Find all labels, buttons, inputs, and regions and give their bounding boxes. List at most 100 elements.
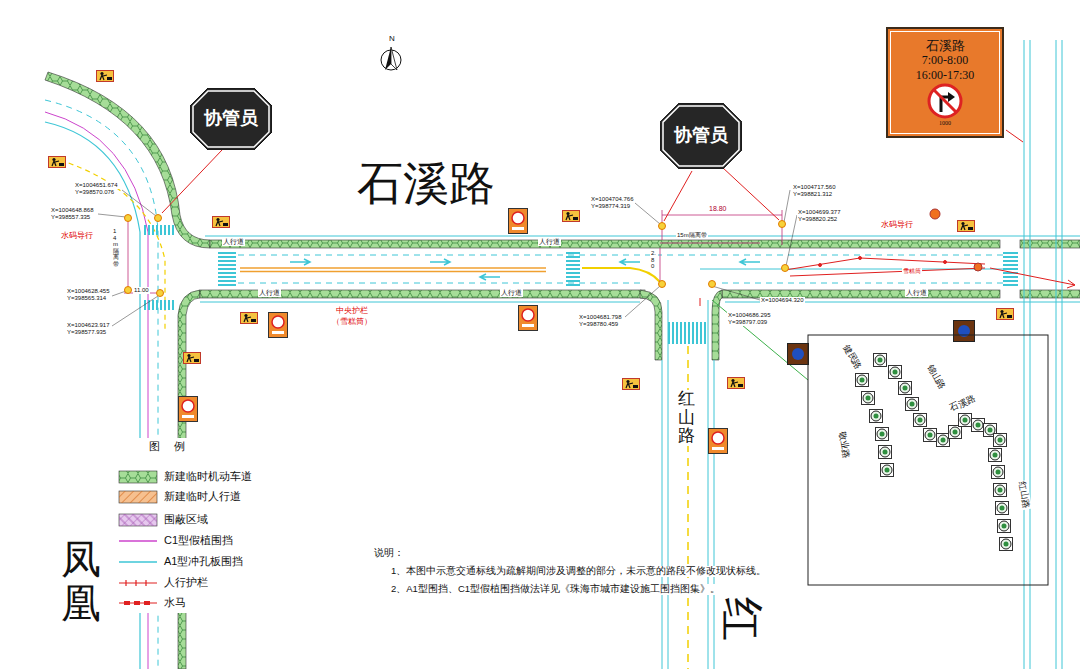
node-text: 协管员 [674, 125, 728, 147]
legend-row: 围蔽区域 [118, 512, 208, 528]
sidewalk-label: 人行道 [905, 289, 928, 297]
coordinate: Y=398570.076 [74, 189, 115, 196]
sign-code: 1000 [939, 120, 951, 127]
sidewalk-label: 人行道 [538, 238, 561, 246]
legend-row: C1型假植围挡 [118, 533, 233, 549]
callout-note: 雪糕筒 [902, 268, 922, 275]
callout-note: 水码导行 [60, 231, 94, 240]
warden-sign: 协管员 [660, 103, 742, 169]
legend-texture [119, 514, 157, 526]
callout-note: （雪糕筒） [331, 317, 373, 326]
legend-swatch [118, 512, 158, 528]
dimension: 18.80 [708, 205, 728, 213]
note: 1、本图中示意交通标线为疏解期间涉及调整的部分，未示意的路段不修改现状标线。 [390, 566, 767, 577]
coordinate: X=1004694.320 [760, 297, 805, 304]
shixi-road [200, 236, 1080, 360]
road-name: 石溪路 [356, 158, 496, 211]
legend-row: 人行护栏 [118, 575, 208, 591]
legend-swatch [118, 554, 158, 570]
legend-color [119, 471, 157, 483]
legend-mark [124, 601, 130, 605]
coordinate: X=1004651.674 [74, 182, 119, 189]
sign-road-name: 石溪路 [926, 38, 965, 54]
legend-line [119, 580, 157, 586]
north-arrow [381, 47, 401, 70]
dimension: 11.00 [133, 287, 150, 294]
dimension-lines [124, 210, 782, 293]
coordinate: X=1004623.917 [66, 322, 111, 329]
leader-lines [162, 130, 1023, 380]
sidewalk-label: 人行道 [222, 238, 245, 246]
dimension: 14m隔离带 [112, 228, 120, 268]
coordinate: Y=398565.314 [66, 295, 107, 302]
coordinate: Y=398557.335 [50, 214, 91, 221]
legend-mark [134, 601, 140, 605]
sidewalk-label: 人行道 [258, 289, 281, 297]
callout-note: 水码导行 [880, 220, 914, 229]
inset-road-name: 敬业路 [837, 430, 852, 460]
dimension: 15m隔离带 [676, 232, 708, 239]
road-name: 红山路 [677, 390, 696, 446]
legend-row: 新建临时机动车道 [118, 469, 252, 485]
legend-text: A1型冲孔板围挡 [164, 555, 243, 568]
inset-road-name: 红山路 [1017, 480, 1032, 510]
legend-line [119, 540, 157, 542]
legend-text: 水马 [164, 596, 186, 609]
legend-swatch [118, 469, 158, 485]
road-name: 红 [716, 596, 767, 642]
water-barrier-line [700, 257, 1075, 307]
coordinate: X=1004704.766 [590, 196, 635, 203]
dimension: 2.80 [650, 250, 658, 270]
coordinate: Y=398780.459 [578, 321, 619, 328]
inset-road-name: 石溪路 [947, 392, 978, 414]
coordinate: X=1004681.798 [578, 314, 623, 321]
road-name: 凤凰 [60, 538, 102, 626]
coordinate: X=1004686.295 [727, 312, 772, 319]
inset-road-name: 锦山路 [925, 362, 948, 392]
legend-text: 人行护栏 [164, 576, 208, 589]
inset-road-name: 健民路 [841, 342, 864, 372]
coordinate: X=1004699.377 [797, 209, 842, 216]
legend-row: 水马 [118, 595, 186, 611]
coordinate: X=1004717.560 [792, 184, 837, 191]
legend-text: 新建临时人行道 [164, 490, 241, 503]
coordinate: Y=398821.312 [792, 191, 833, 198]
legend-row: A1型冲孔板围挡 [118, 554, 243, 570]
legend-text: 围蔽区域 [164, 513, 208, 526]
coordinate: X=1004628.455 [66, 288, 111, 295]
legend-color [119, 491, 157, 503]
no-right-turn-sign: 石溪路7:00-8:0016:00-17:30 1000 [886, 27, 1004, 138]
sign-time: 16:00-17:30 [916, 68, 975, 82]
hongshan-road [662, 300, 714, 669]
note: 说明： [373, 548, 405, 559]
legend-swatch [118, 575, 158, 591]
legend-row: 新建临时人行道 [118, 489, 241, 505]
legend-color [119, 514, 157, 526]
coordinate: X=1004648.868 [50, 207, 95, 214]
legend-mark [144, 601, 150, 605]
coordinate: Y=398774.319 [590, 203, 631, 210]
legend-title: 图例 [148, 440, 200, 453]
node-text: 协管员 [204, 108, 258, 130]
callout-note: 中央护栏 [335, 306, 369, 315]
coordinate: Y=398820.252 [797, 216, 838, 223]
construction-signs [49, 71, 1014, 454]
legend-text: 新建临时机动车道 [164, 470, 252, 483]
legend-swatch [118, 595, 158, 611]
coordinate: Y=398577.935 [66, 329, 107, 336]
north-label: N [388, 34, 396, 43]
legend-texture [119, 491, 157, 503]
legend-texture [119, 471, 157, 483]
east-road-lines [1024, 40, 1062, 669]
inset-map [808, 335, 1048, 585]
sidewalk-label: 人行道 [500, 289, 523, 297]
legend-line [119, 561, 157, 563]
coordinate: Y=398797.039 [727, 319, 768, 326]
legend-text: C1型假植围挡 [164, 534, 233, 547]
warden-sign: 协管员 [190, 88, 272, 150]
note: 2、A1型围挡、C1型假植围挡做法详见《珠海市城市建设施工围挡图集》。 [390, 584, 721, 595]
sign-time: 7:00-8:00 [922, 53, 969, 67]
legend-swatch [118, 489, 158, 505]
